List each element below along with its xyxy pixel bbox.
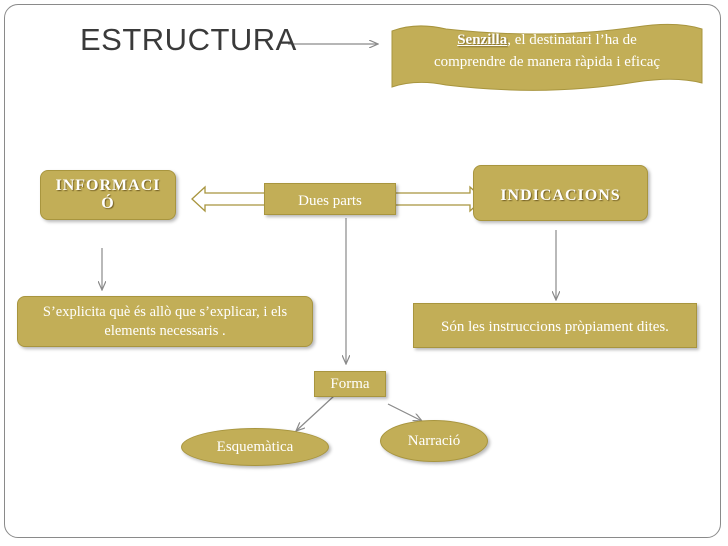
indicacions-node: INDICACIONS	[473, 165, 648, 221]
forma-label: Forma	[330, 375, 370, 392]
informacio-label: INFORMACIÓ	[55, 176, 161, 212]
note-scroll-shape	[391, 23, 703, 91]
dues-parts-node: Dues parts	[264, 183, 396, 215]
informacio-desc-node: S’explicita què és allò que s’explicar, …	[17, 296, 313, 347]
indicacions-desc-text: Són les instruccions pròpiament dites.	[441, 319, 669, 336]
esquematica-label: Esquemàtica	[216, 438, 294, 455]
slide-frame	[4, 4, 721, 538]
note-line-1: Senzilla, el destinatari l’ha de	[386, 30, 708, 52]
page-title: ESTRUCTURA	[80, 22, 297, 57]
forma-node: Forma	[314, 371, 386, 397]
note-keyword: Senzilla	[457, 32, 508, 48]
informacio-node: INFORMACIÓ	[40, 170, 176, 220]
note-text: Senzilla, el destinatari l’ha de compren…	[386, 30, 708, 74]
informacio-desc-text: S’explicita què és allò que s’explicar, …	[42, 304, 288, 339]
esquematica-node: Esquemàtica	[181, 428, 329, 466]
arrow-to-narracio	[387, 403, 422, 421]
note-line-2: comprendre de manera ràpida i eficaç	[433, 53, 661, 70]
note-line-1-rest: , el destinatari l’ha de	[507, 32, 637, 48]
narracio-label: Narració	[407, 432, 461, 449]
narracio-node: Narració	[380, 420, 488, 462]
indicacions-desc-node: Són les instruccions pròpiament dites.	[413, 303, 697, 348]
dues-parts-label: Dues parts	[298, 192, 362, 209]
indicacions-label: INDICACIONS	[500, 187, 621, 204]
arrow-to-esquematica	[296, 395, 335, 431]
